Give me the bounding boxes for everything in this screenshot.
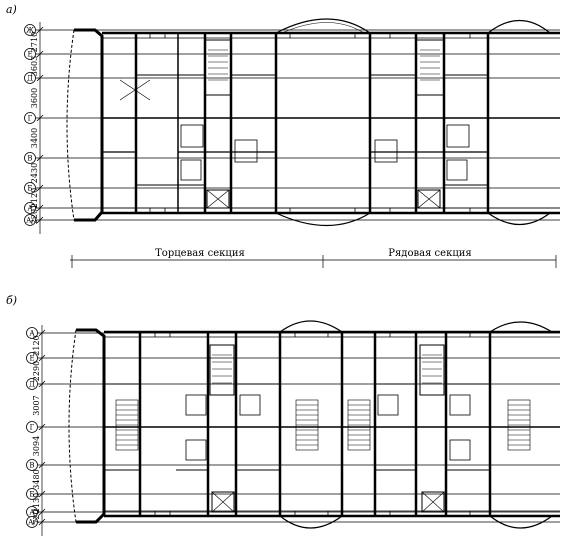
axis-letter: Е — [29, 355, 34, 363]
dimension-value: 3603 — [30, 56, 39, 76]
panel-a-floor-plan: а) Ж Е Д Г В Б А А/ 2710 3603 3600 3400 2430 2120220… — [6, 3, 560, 268]
axis-letter: А — [29, 509, 35, 517]
axis-letter: Д — [29, 381, 35, 389]
panel-a-section-line — [70, 255, 557, 268]
dimension-tick — [36, 74, 44, 82]
axis-bubble — [24, 202, 36, 214]
axis-letter: Г — [30, 424, 35, 432]
axis-bubble — [26, 327, 38, 339]
axis-bubble — [26, 378, 38, 390]
dimension-value: 2130 — [32, 493, 41, 513]
end-section-label: Торцевая секция — [155, 248, 245, 259]
dimension-tick — [38, 329, 46, 337]
dimension-value: 2290 — [32, 361, 41, 381]
axis-letter: Б — [27, 185, 32, 193]
axis-letter: В — [27, 155, 32, 163]
dimension-tick — [36, 50, 44, 58]
axis-bubble — [26, 421, 38, 433]
dimension-value: 2201 — [30, 204, 39, 224]
dimension-value: 2430 — [30, 163, 39, 183]
dimension-tick — [36, 216, 44, 224]
dimension-value: 3600 — [30, 88, 39, 108]
axis-letter: А/ — [28, 519, 36, 527]
axis-bubble — [26, 516, 38, 528]
axis-letter: А — [29, 330, 35, 338]
axis-letter: А — [27, 205, 33, 213]
axis-letter: В — [29, 462, 34, 470]
dimension-tick — [36, 26, 44, 34]
panel-b-walls — [68, 320, 560, 529]
axis-bubble — [24, 24, 36, 36]
dimension-tick — [38, 380, 46, 388]
axis-bubble — [26, 488, 38, 500]
axis-bubble — [26, 352, 38, 364]
dimension-value: 3480 — [32, 469, 41, 489]
dimension-value: 2120 — [32, 335, 41, 355]
panel-b-label: б) — [6, 294, 17, 307]
axis-letter: А/ — [26, 217, 34, 225]
axis-bubble — [24, 182, 36, 194]
panel-a-label: а) — [6, 3, 17, 16]
panel-b-axis-markers: А Е Д Г В Б А А/ — [26, 327, 38, 528]
dimension-value: 3007 — [32, 395, 41, 415]
axis-letter: Б — [29, 491, 34, 499]
axis-letter: Д — [27, 75, 33, 83]
dimension-value: 3094 — [32, 436, 41, 456]
axis-letter: Ж — [26, 27, 34, 35]
axis-bubble — [24, 214, 36, 226]
axis-bubble — [24, 48, 36, 60]
dimension-tick — [38, 508, 46, 516]
dimension-tick — [36, 184, 44, 192]
dimension-tick — [38, 423, 46, 431]
axis-bubble — [24, 112, 36, 124]
axis-bubble — [26, 459, 38, 471]
axis-bubble — [24, 72, 36, 84]
dimension-tick — [36, 114, 44, 122]
dimension-value: 720 — [32, 509, 41, 524]
panel-a-axis-lines — [36, 29, 560, 221]
dimension-value: 3400 — [30, 128, 39, 148]
axis-letter: Е — [27, 51, 32, 59]
dimension-tick — [38, 461, 46, 469]
dimension-tick — [36, 154, 44, 162]
dimension-tick — [38, 490, 46, 498]
row-section-label: Рядовая секция — [388, 248, 471, 259]
dimension-value: 2710 — [30, 32, 39, 52]
panel-a-walls — [66, 18, 560, 226]
axis-bubble — [24, 152, 36, 164]
panel-a-axis-markers: Ж Е Д Г В Б А А/ — [24, 24, 36, 226]
axis-letter: Г — [28, 115, 33, 123]
dimension-value: 2120 — [30, 188, 39, 208]
dimension-tick — [38, 518, 46, 526]
dimension-tick — [38, 354, 46, 362]
dimension-tick — [36, 204, 44, 212]
